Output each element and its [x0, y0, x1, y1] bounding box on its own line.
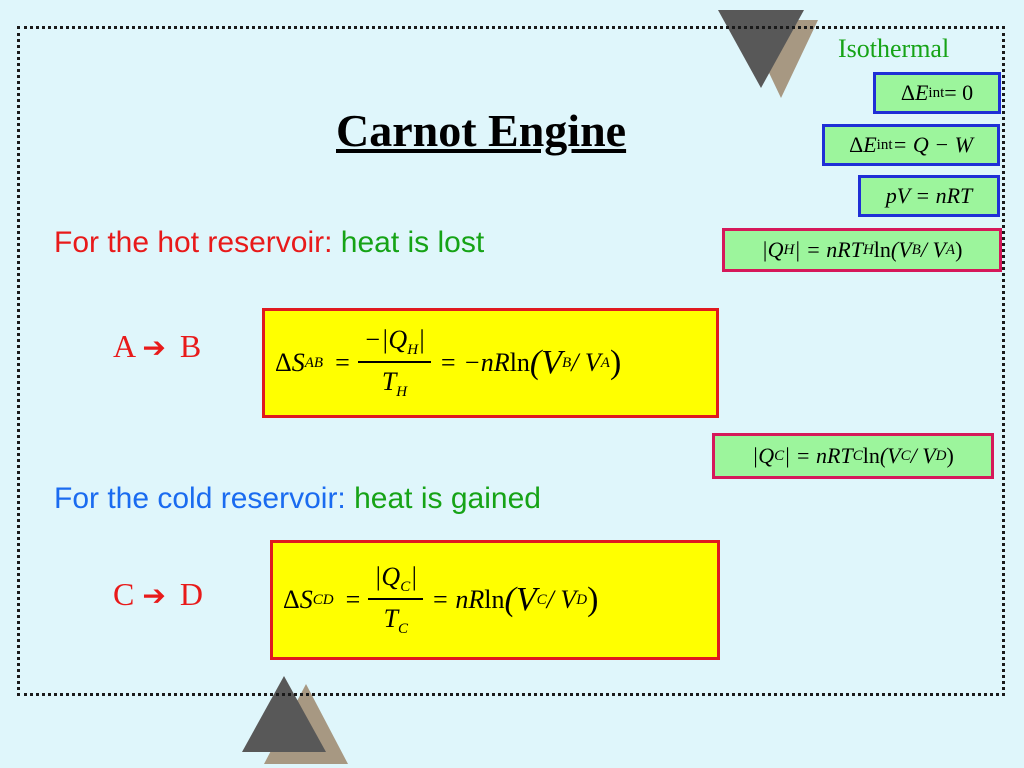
top-triangle-decoration	[718, 10, 818, 98]
bottom-triangle-decoration	[242, 676, 348, 764]
entropy-hot-fraction: −|QH| TH	[357, 325, 432, 401]
dotted-frame	[17, 26, 1005, 696]
right-arrow-icon: ➔	[142, 579, 166, 612]
cold-reservoir-line: For the cold reservoir: heat is gained	[54, 482, 541, 516]
entropy-cold-fraction: |QC| TC	[368, 562, 424, 638]
cold-reservoir-result: heat is gained	[354, 482, 541, 515]
eq-ideal-gas: pV = nRT	[858, 175, 1000, 217]
hot-reservoir-result: heat is lost	[340, 226, 485, 259]
hot-reservoir-label: For the hot reservoir:	[54, 226, 333, 259]
step-a-to-b: A ➔ B	[113, 328, 202, 364]
page-title: Carnot Engine	[336, 105, 627, 156]
right-arrow-icon: ➔	[142, 331, 166, 364]
isothermal-label: Isothermal	[838, 34, 950, 63]
step-c-to-d: C ➔ D	[113, 576, 203, 612]
cold-reservoir-label: For the cold reservoir:	[54, 482, 346, 515]
hot-reservoir-line: For the hot reservoir: heat is lost	[54, 226, 484, 260]
